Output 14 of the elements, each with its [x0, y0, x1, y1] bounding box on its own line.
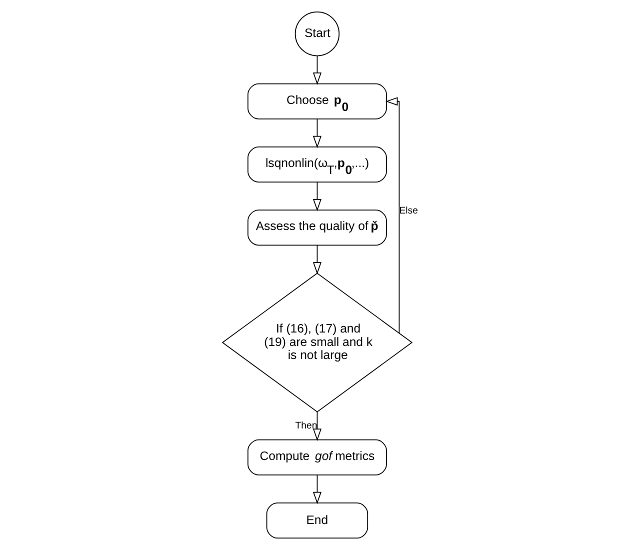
node-box: Assess the quality of p̌: [248, 210, 387, 246]
arrow: [312, 118, 322, 148]
node-box: Compute gof metrics: [248, 439, 387, 476]
node-circle: Start: [294, 12, 340, 56]
node-box: End: [266, 502, 368, 538]
arrow: [385, 97, 400, 334]
node-diamond: If (16), (17) and (19) are small and k is not large: [222, 272, 413, 412]
arrow: [312, 56, 322, 85]
arrow: [312, 412, 322, 441]
arrow: [312, 244, 322, 274]
arrow: [312, 182, 322, 212]
edge-label: Else: [399, 205, 418, 216]
edge-label: Then: [295, 420, 318, 432]
arrow: [312, 474, 322, 504]
